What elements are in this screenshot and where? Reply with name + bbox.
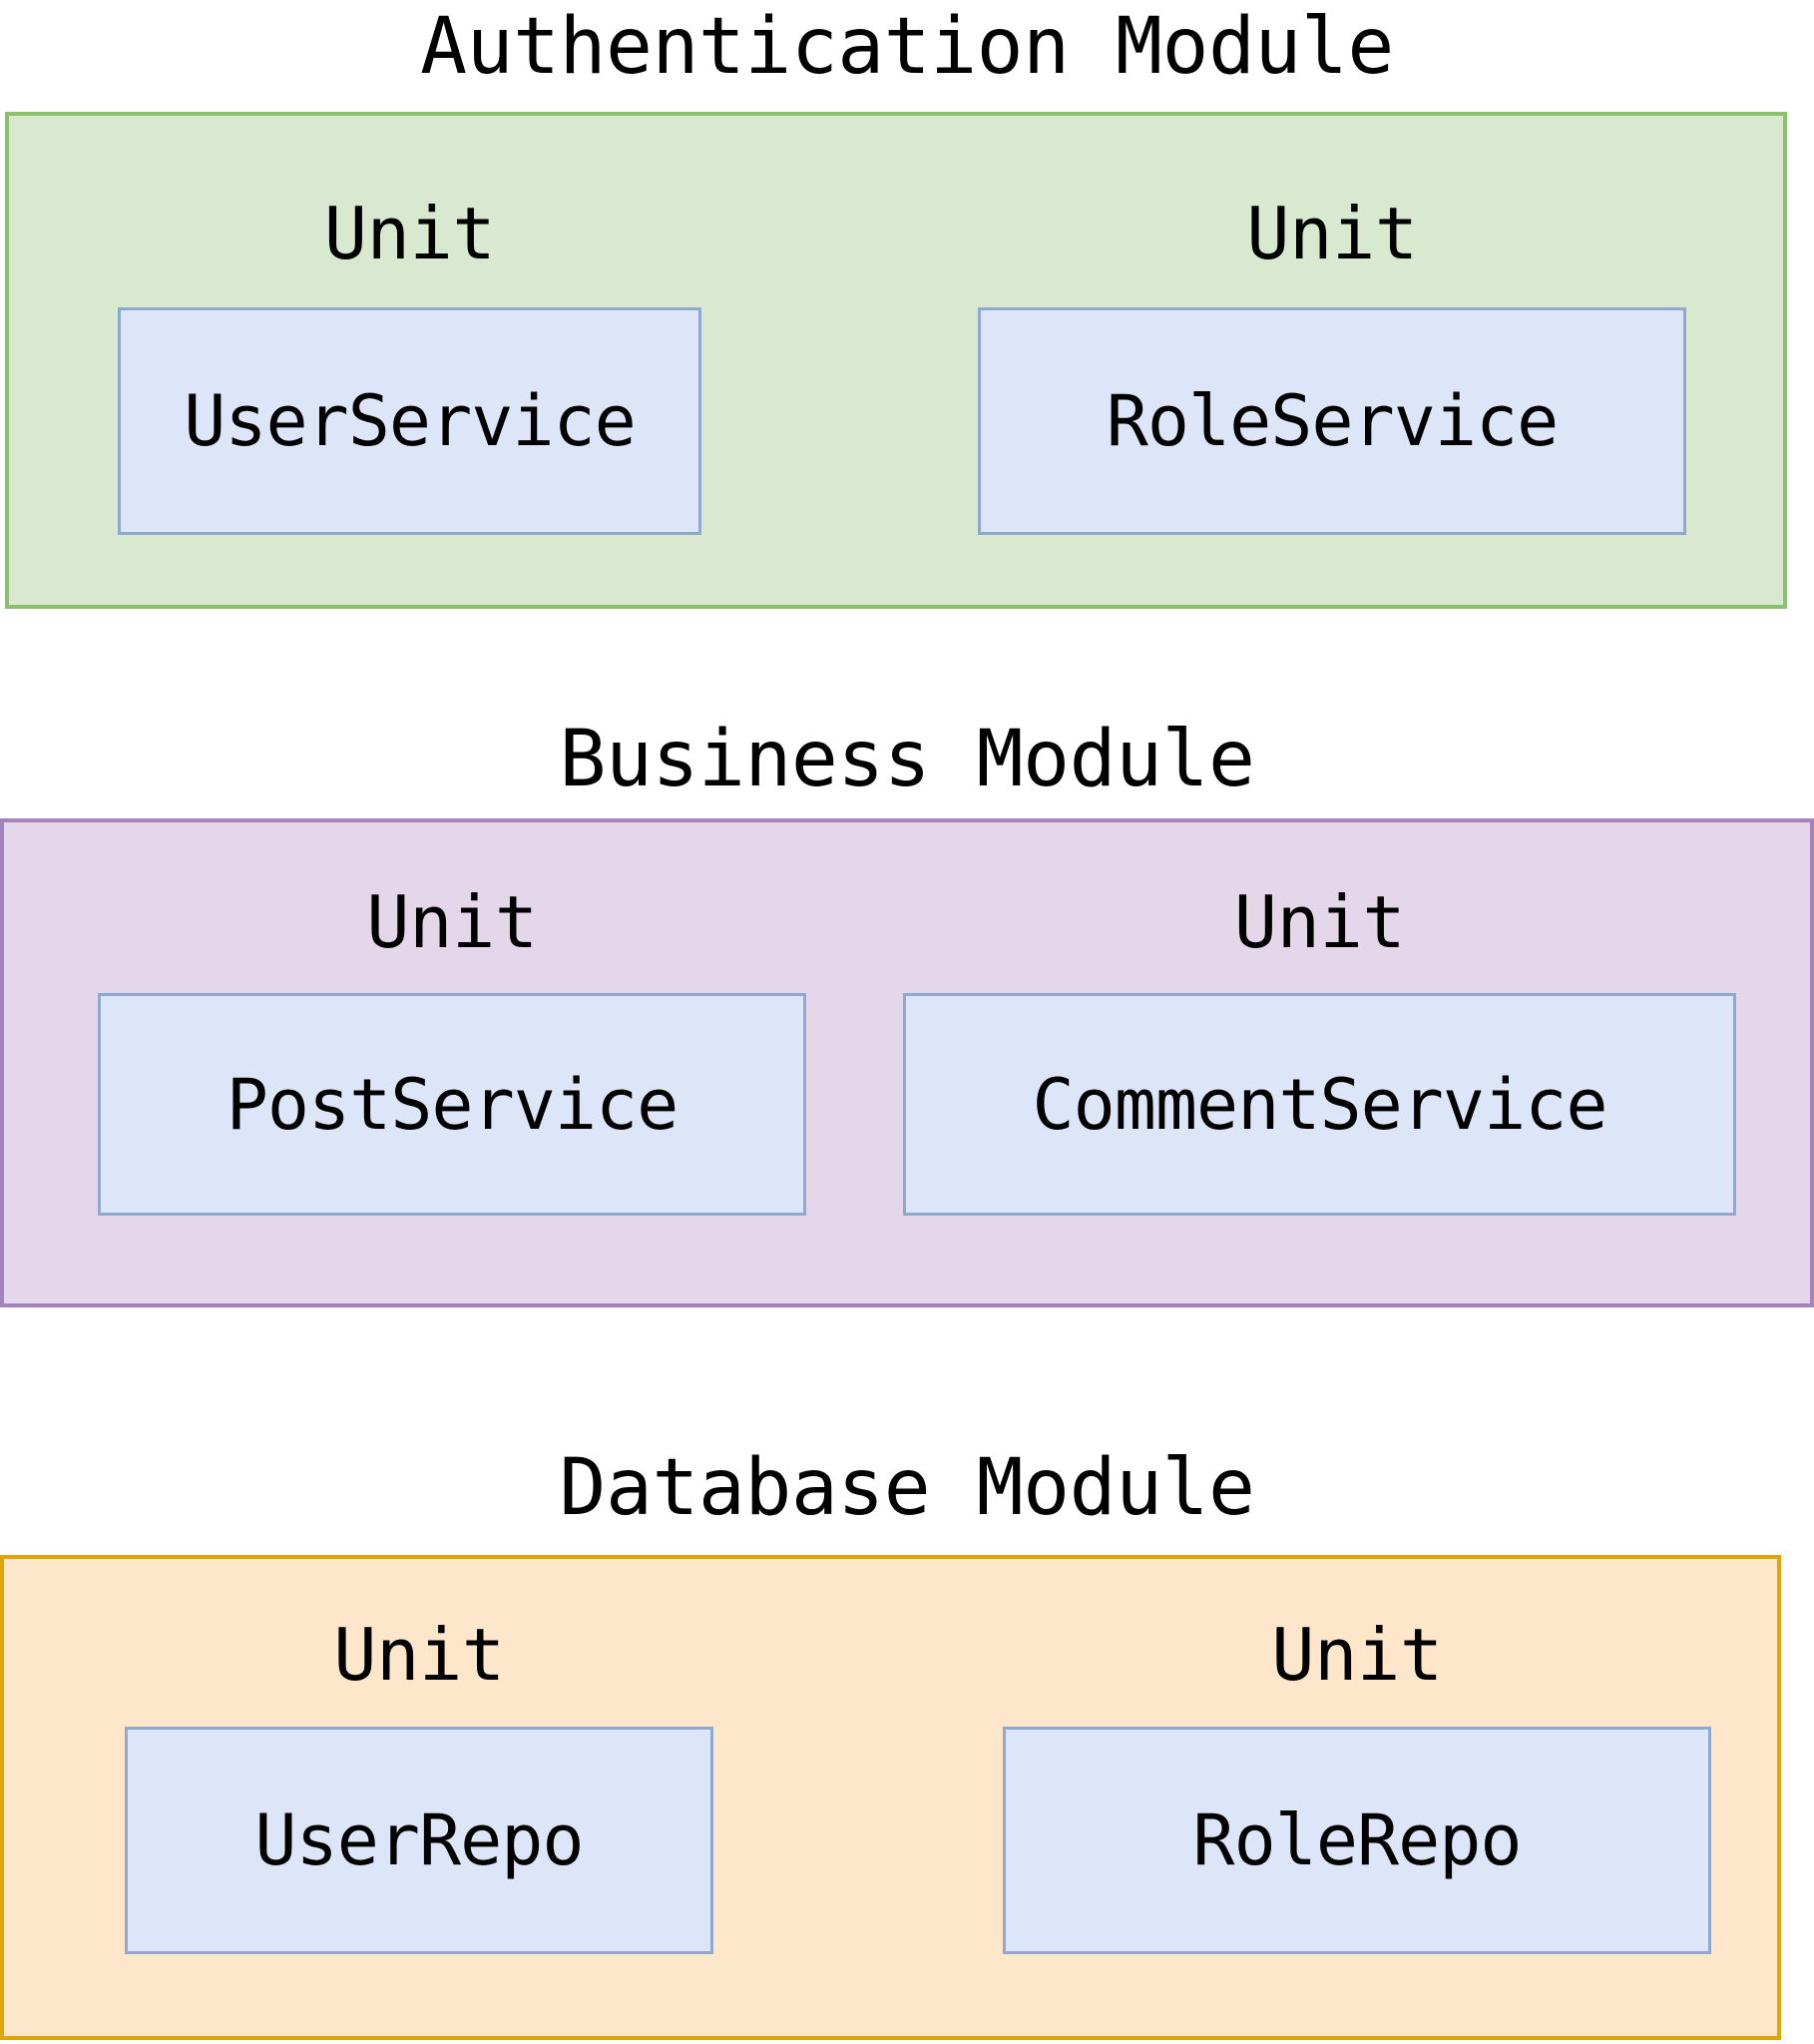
module-title-authentication: Authentication Module	[420, 2, 1394, 92]
node-userrepo[interactable]: UserRepo	[125, 1727, 713, 1954]
node-label-commentservice: CommentService	[1032, 1063, 1607, 1146]
node-label-postservice: PostService	[226, 1063, 680, 1146]
node-userservice[interactable]: UserService	[118, 307, 701, 535]
node-postservice[interactable]: PostService	[98, 993, 806, 1216]
node-roleservice[interactable]: RoleService	[978, 307, 1686, 535]
unit-label-rolerepo: Unit	[1271, 1613, 1443, 1697]
unit-label-userrepo: Unit	[333, 1613, 505, 1697]
node-label-rolerepo: RoleRepo	[1192, 1799, 1522, 1881]
node-label-userservice: UserService	[184, 380, 637, 462]
node-commentservice[interactable]: CommentService	[903, 993, 1736, 1216]
node-rolerepo[interactable]: RoleRepo	[1003, 1727, 1711, 1954]
node-label-roleservice: RoleService	[1106, 380, 1560, 462]
unit-label-userservice: Unit	[323, 192, 496, 275]
module-title-database: Database Module	[559, 1443, 1255, 1533]
unit-label-postservice: Unit	[366, 880, 538, 964]
node-label-userrepo: UserRepo	[254, 1799, 584, 1881]
unit-label-roleservice: Unit	[1246, 192, 1418, 275]
module-title-business: Business Module	[559, 715, 1255, 804]
unit-label-commentservice: Unit	[1233, 880, 1406, 964]
